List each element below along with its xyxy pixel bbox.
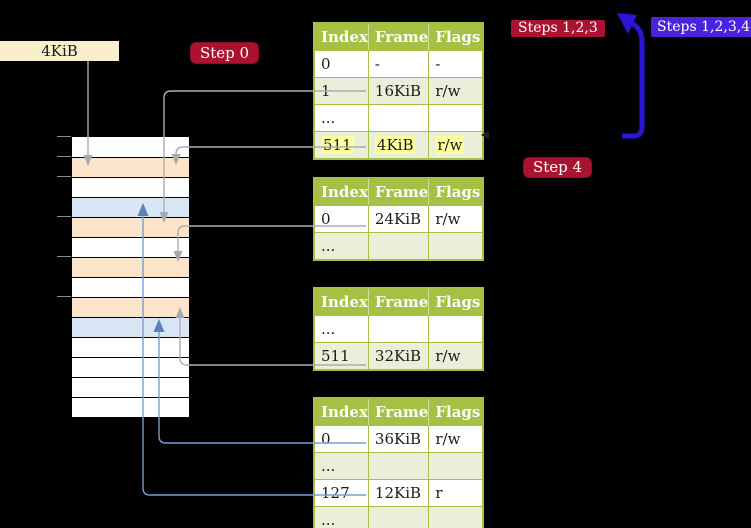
memory-row-peach <box>72 217 189 237</box>
table-cell: 511 <box>313 131 369 160</box>
table-header-cell: Index <box>314 23 369 51</box>
table-header-cell: Flags <box>428 178 484 206</box>
table-cell <box>367 452 430 480</box>
table-cell: 24KiB <box>367 205 430 233</box>
memory-row-white <box>72 137 189 157</box>
table-cell: r <box>428 479 484 507</box>
table-cell: 36KiB <box>367 425 430 453</box>
memory-row-white <box>72 357 189 377</box>
table-cell: 127 <box>313 479 369 507</box>
table-cell: r/w <box>428 425 484 453</box>
table-cell: - <box>367 50 430 78</box>
memory-row-white <box>72 377 189 397</box>
table-row: 511 4KiB r/w <box>313 131 484 160</box>
table-cell: ... <box>313 315 369 343</box>
table-cell: ... <box>313 232 369 261</box>
table-row: ... <box>313 104 484 132</box>
table-cell: 4KiB <box>367 131 430 160</box>
table-cell: r/w <box>428 131 484 160</box>
memory-row-blue <box>72 197 189 217</box>
memory-row-blue <box>72 317 189 337</box>
table-cell: 0 <box>313 50 369 78</box>
highlighted-cell-text: 4KiB <box>374 136 416 154</box>
memory-row-white <box>72 177 189 197</box>
table-cell: 0 <box>313 425 369 453</box>
table-header-cell: Flags <box>428 398 484 426</box>
steps1234-badge: Steps 1,2,3,4 <box>651 17 751 37</box>
table-cell: - <box>428 50 484 78</box>
table-cell <box>367 104 430 132</box>
table-cell <box>428 506 484 528</box>
table-cell: 32KiB <box>367 342 430 371</box>
table-header-cell: Index <box>314 398 369 426</box>
table-header-cell: Frame <box>368 288 430 316</box>
table-row: ... <box>313 315 484 343</box>
memory-column <box>71 136 190 418</box>
table-cell: r/w <box>428 342 484 371</box>
table-cell: 511 <box>313 342 369 371</box>
frame-size-box: 4KiB <box>0 41 119 61</box>
frame-size-label: 4KiB <box>41 42 78 60</box>
memory-row-peach <box>72 257 189 277</box>
table-cell <box>428 452 484 480</box>
table-row: ... <box>313 506 484 528</box>
memory-row-white <box>72 237 189 257</box>
table-cell: 0 <box>313 205 369 233</box>
table-row: 0-- <box>313 50 484 78</box>
table-cell: r/w <box>428 205 484 233</box>
memory-ticks <box>57 136 71 297</box>
table-cell <box>367 315 430 343</box>
table-row: ... <box>313 232 484 261</box>
table-header-cell: Frame <box>368 178 430 206</box>
step0-badge: Step 0 <box>190 42 260 64</box>
steps-loop-arrow <box>622 20 645 139</box>
table-header-cell: Frame <box>368 398 430 426</box>
memory-row-white <box>72 337 189 357</box>
table-cell: 1 <box>313 77 369 105</box>
memory-row-peach <box>72 297 189 317</box>
table-row: ... <box>313 452 484 480</box>
steps-loop-arrowhead <box>617 13 637 34</box>
table-cell: 16KiB <box>367 77 430 105</box>
steps123-badge: Steps 1,2,3 <box>511 20 605 37</box>
table-cell <box>428 104 484 132</box>
memory-row-white <box>72 397 189 417</box>
highlighted-cell-text: r/w <box>435 136 465 154</box>
table-cell: r/w <box>428 77 484 105</box>
highlighted-cell-text: 511 <box>321 136 354 154</box>
table-cell <box>367 232 430 261</box>
table-cell <box>428 315 484 343</box>
table-cell <box>367 506 430 528</box>
table-header-cell: Frame <box>368 23 430 51</box>
memory-row-peach <box>72 157 189 177</box>
table-header-cell: Flags <box>428 23 484 51</box>
table-cell: ... <box>313 506 369 528</box>
table-cell: ... <box>313 452 369 480</box>
step4-badge: Step 4 <box>523 157 593 178</box>
table-header-cell: Index <box>314 178 369 206</box>
memory-row-white <box>72 277 189 297</box>
table-header-cell: Flags <box>428 288 484 316</box>
table-cell <box>428 232 484 261</box>
table-cell: ... <box>313 104 369 132</box>
table-cell: 12KiB <box>367 479 430 507</box>
table-header-cell: Index <box>314 288 369 316</box>
